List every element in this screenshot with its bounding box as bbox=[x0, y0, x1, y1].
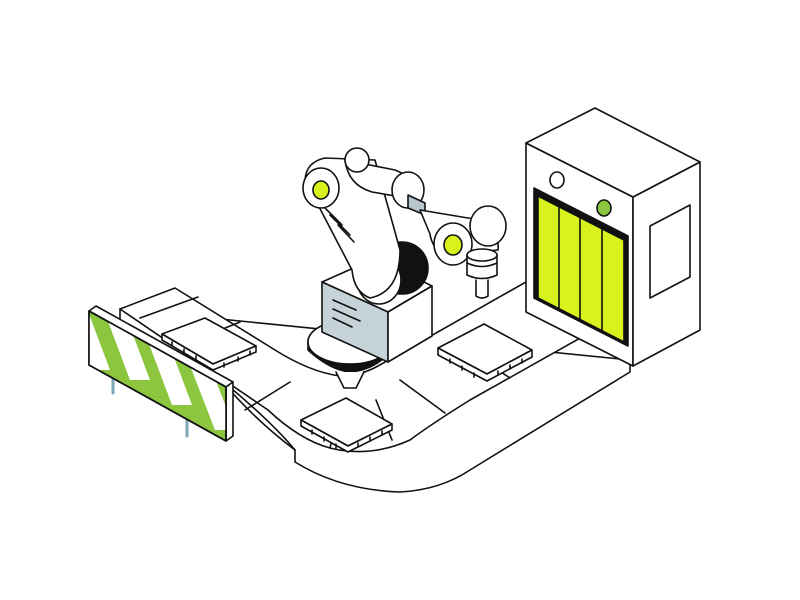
robot-wrist-joint bbox=[443, 234, 463, 256]
robotic-arm bbox=[302, 147, 507, 389]
machine-door-slats bbox=[558, 206, 603, 332]
microchip-right bbox=[437, 323, 533, 382]
robot-base-stem bbox=[335, 371, 365, 389]
microchip-left bbox=[161, 317, 257, 371]
machine-enclosure bbox=[525, 107, 701, 367]
conveyor-belt-surface bbox=[119, 273, 631, 453]
microchip-center bbox=[300, 397, 393, 453]
status-light-white bbox=[549, 171, 565, 189]
machine-top-face bbox=[525, 107, 701, 198]
status-light-green bbox=[596, 199, 612, 217]
robot-body-side bbox=[387, 285, 433, 363]
robot-gripper-tip bbox=[475, 279, 489, 299]
machine-side-window bbox=[649, 204, 691, 299]
robot-elbow-joint bbox=[312, 180, 330, 200]
robot-panel-lines bbox=[332, 299, 361, 328]
